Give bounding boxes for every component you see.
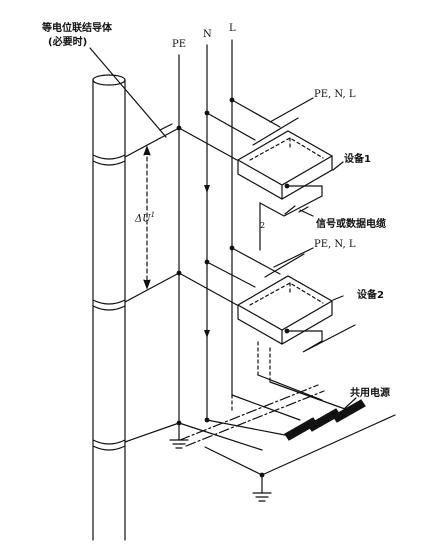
ground-network	[169, 414, 396, 502]
equipment-2-leads	[257, 341, 271, 383]
power-terminals	[284, 399, 366, 441]
equipment-2-box	[236, 275, 356, 353]
signal-cable-label: 信号或数据电缆	[316, 219, 386, 230]
shared-power-label: 共用电源	[350, 388, 390, 399]
optional-label: (必要时)	[48, 37, 88, 48]
flow-arrows	[204, 185, 210, 338]
equipment-2-label: 设备2	[357, 290, 384, 301]
cable-mark-label: 2	[260, 221, 266, 230]
junction-dots	[176, 97, 290, 478]
leader-lines	[269, 97, 357, 409]
delta-u-superscript: 1	[150, 211, 156, 219]
metal-pipe	[92, 74, 126, 541]
delta-u-symbol: ΔU	[135, 213, 151, 225]
equipment-1-box	[236, 130, 334, 200]
l-label: L	[229, 23, 236, 34]
branch-equipment-1	[178, 99, 299, 161]
n-label: N	[203, 29, 212, 40]
pe-n-l-mid-label: PE, N, L	[314, 239, 356, 250]
delta-u-label: ΔU1	[135, 212, 155, 224]
pe-n-l-top-label: PE, N, L	[314, 89, 356, 100]
pe-label: PE	[172, 39, 187, 50]
signal-cable	[259, 185, 323, 278]
equipment-1-label: 设备1	[344, 154, 371, 165]
branch-equipment-2	[178, 247, 281, 306]
bonding-conductors	[89, 47, 180, 443]
shared-power-conductors	[178, 374, 346, 451]
equipotential-conductor-label: 等电位联结导体	[42, 23, 112, 34]
